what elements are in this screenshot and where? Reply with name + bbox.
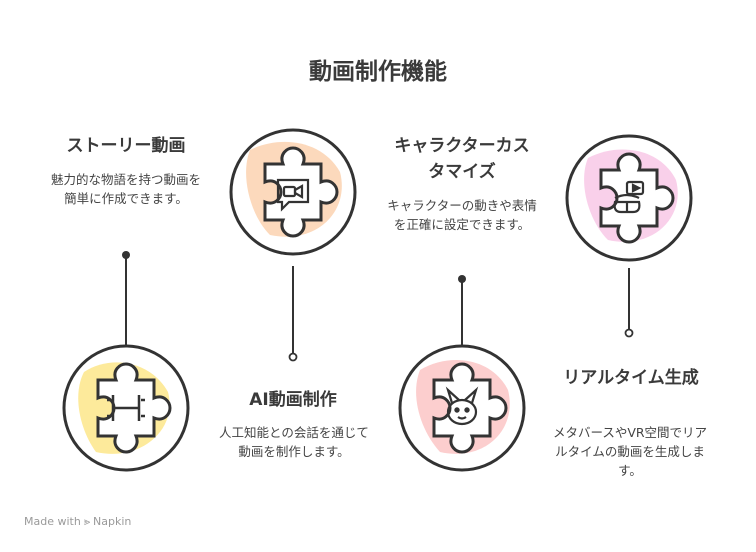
connector-dot <box>624 328 634 338</box>
connector-dot <box>122 251 130 259</box>
feature-heading: リアルタイム生成 <box>563 368 699 388</box>
feature-node-story-video <box>62 344 190 472</box>
footer-attribution: Made with⪢Napkin <box>24 515 131 529</box>
feature-node-ai-video <box>229 128 357 256</box>
connector-dot <box>288 352 298 362</box>
footer-brand: Napkin <box>93 515 132 528</box>
movie-strip-icon <box>107 395 145 421</box>
feature-description: 人工知能との会話を通じて動画を制作します。 <box>219 425 369 459</box>
feature-heading: ストーリー動画 <box>66 136 186 156</box>
napkin-logo-icon: ⪢ <box>83 515 91 528</box>
video-chat-icon <box>276 178 310 212</box>
connector-dot <box>458 275 466 283</box>
feature-heading: キャラクターカスタマイズ <box>394 136 530 182</box>
feature-description: キャラクターの動きや表情を正確に設定できます。 <box>387 198 537 232</box>
feature-description: メタバースやVR空間でリアルタイムの動画を生成します。 <box>552 425 708 478</box>
character-face-icon <box>445 386 479 426</box>
footer-made-with: Made with <box>24 515 81 528</box>
page-title: 動画制作機能 <box>309 59 447 85</box>
feature-node-realtime <box>565 134 693 262</box>
feature-node-character <box>398 344 526 472</box>
feature-heading: AI動画制作 <box>249 390 337 410</box>
feature-description: 魅力的な物語を持つ動画を簡単に作成できます。 <box>50 172 201 206</box>
vr-headset-icon <box>613 180 645 214</box>
